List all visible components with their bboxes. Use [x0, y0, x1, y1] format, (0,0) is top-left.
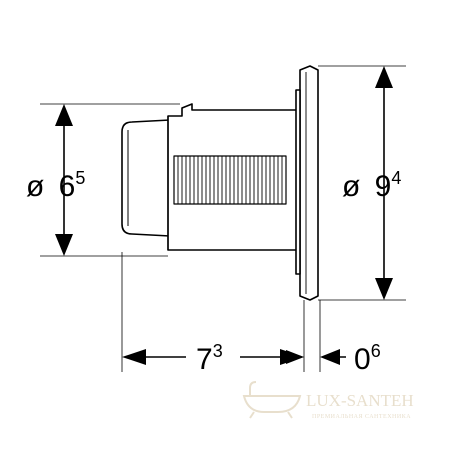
outer-diameter-value: 9 — [375, 170, 392, 203]
extension-lines — [40, 65, 406, 372]
arrowhead-up — [55, 104, 73, 126]
arrowhead-right — [286, 350, 304, 364]
inner-diameter-fraction: 5 — [75, 168, 85, 188]
arrowhead-down — [375, 278, 393, 300]
front-cap — [121, 119, 171, 237]
inner-diameter-label: ø 65 — [26, 168, 85, 203]
body-length-fraction: 3 — [213, 341, 223, 361]
body-length-value: 7 — [196, 343, 213, 376]
watermark: LUX-SANTEH ПРЕМИАЛЬНАЯ САНТЕХНИКА — [242, 381, 414, 420]
arrowhead-down — [55, 234, 73, 256]
diameter-symbol: ø — [342, 170, 360, 203]
bathtub-icon — [242, 381, 302, 419]
flange-plate — [299, 65, 319, 301]
inner-diameter-value: 6 — [59, 170, 76, 203]
arrowhead-left — [320, 349, 340, 365]
plate-thickness-value: 0 — [354, 343, 371, 376]
product-outline — [121, 65, 319, 301]
arrowhead-up — [375, 66, 393, 88]
plate-thickness-fraction: 6 — [371, 341, 381, 361]
plate-thickness-label: 06 — [354, 341, 381, 376]
diameter-symbol: ø — [26, 170, 44, 203]
outer-diameter-fraction: 4 — [391, 168, 401, 188]
dimension-labels: ø 65 ø 94 73 06 — [26, 168, 401, 376]
outer-diameter-label: ø 94 — [342, 168, 401, 203]
watermark-tagline: ПРЕМИАЛЬНАЯ САНТЕХНИКА — [312, 414, 411, 420]
watermark-brand: LUX-SANTEH — [306, 391, 414, 410]
body-length-label: 73 — [196, 341, 223, 376]
arrowhead-left — [122, 349, 146, 365]
thread-section — [173, 155, 287, 205]
dimension-lines — [55, 66, 393, 365]
seal-strip — [295, 89, 301, 275]
